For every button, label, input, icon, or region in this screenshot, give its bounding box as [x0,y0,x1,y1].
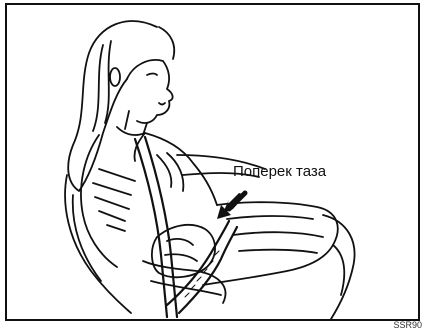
callout-label: Поперек таза [233,163,326,180]
seat-back [65,175,131,313]
ear [110,68,120,86]
illustration-frame [5,3,420,321]
face [127,60,173,123]
woman-seated-illustration [7,5,420,321]
leg [323,215,355,319]
figure-code: SSR90 [393,321,422,330]
torso [81,135,117,267]
arrow-icon [217,193,245,219]
shoulder-belt [135,139,167,317]
